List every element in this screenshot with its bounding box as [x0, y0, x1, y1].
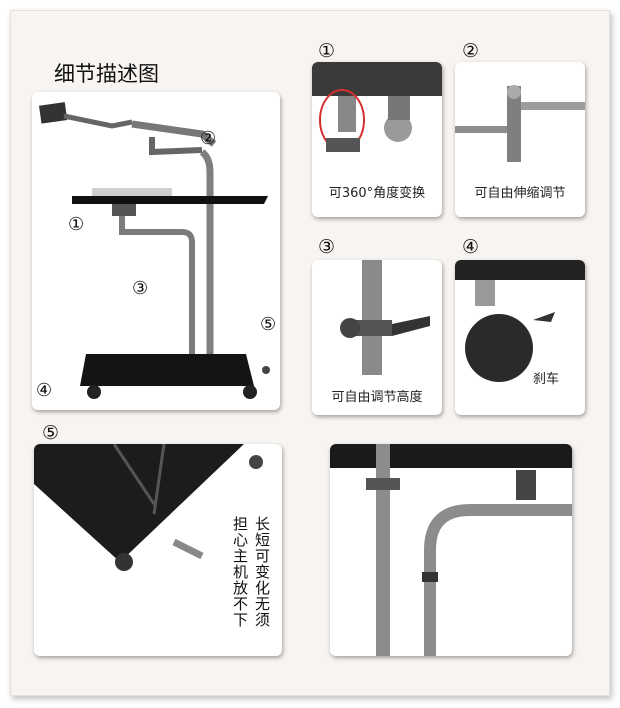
detail-4-photo: [455, 260, 585, 382]
detail-5-note-left: 担心主机放不下: [231, 516, 249, 628]
detail-6-panel: [330, 444, 572, 656]
detail-1-caption: 可360°角度变换: [328, 186, 426, 201]
overview-photo: [39, 102, 270, 399]
detail-2-caption: 可自由伸缩调节: [474, 186, 566, 201]
detail-3-number: ③: [318, 236, 336, 258]
detail-1-panel: 可360°角度变换: [312, 62, 442, 217]
detail-3-photo: [340, 260, 430, 375]
detail-5-note-right: 长短可变化无须: [253, 516, 271, 628]
detail-4-caption: 刹车: [533, 372, 560, 387]
overview-panel: ① ② ③ ④ ⑤: [32, 92, 280, 410]
detail-1-photo: [312, 62, 442, 152]
detail-5-panel: 长短可变化无须 担心主机放不下: [34, 444, 282, 656]
detail-5-number: ⑤: [42, 422, 60, 444]
overview-marker-2: ②: [200, 128, 217, 149]
detail-2-photo: [455, 85, 585, 162]
overview-title: 细节描述图: [54, 62, 159, 86]
overview-marker-1: ①: [68, 214, 85, 235]
detail-4-number: ④: [462, 236, 480, 258]
detail-2-panel: 可自由伸缩调节: [455, 62, 585, 217]
detail-6-photo: [330, 444, 572, 656]
detail-4-panel: 刹车: [455, 260, 585, 415]
detail-5-photo: [34, 444, 263, 571]
detail-3-caption: 可自由调节高度: [331, 390, 423, 405]
detail-1-number: ①: [318, 40, 336, 62]
detail-2-number: ②: [462, 40, 480, 62]
detail-3-panel: 可自由调节高度: [312, 260, 442, 415]
overview-marker-5: ⑤: [260, 314, 277, 335]
overview-marker-3: ③: [132, 278, 149, 299]
overview-marker-4: ④: [36, 380, 53, 401]
